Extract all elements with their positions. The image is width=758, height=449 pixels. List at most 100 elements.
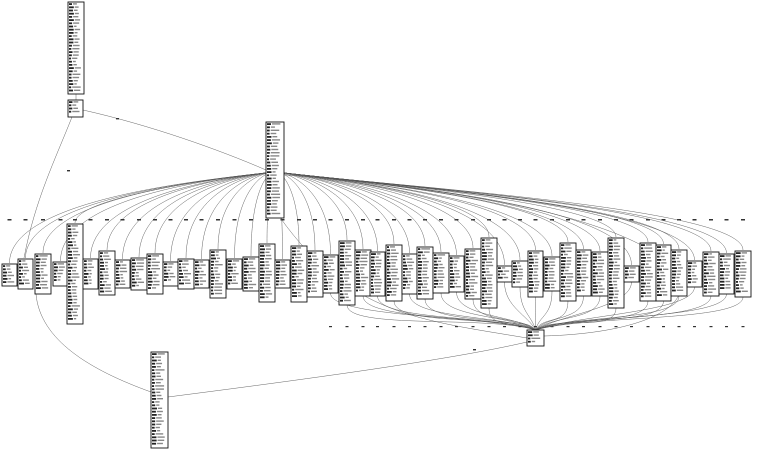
node-row-text [662, 278, 665, 280]
node-case-31[interactable] [480, 237, 498, 309]
node-entry-small[interactable] [67, 99, 84, 118]
node-case-9[interactable] [130, 257, 148, 291]
node-row-address [593, 285, 598, 287]
node-case-17[interactable] [258, 243, 276, 303]
node-case-26[interactable] [401, 253, 418, 295]
node-case-21[interactable] [322, 254, 339, 294]
node-row-text [313, 252, 317, 254]
node-row-text [74, 12, 79, 15]
node-row-text [73, 64, 77, 66]
node-dispatcher[interactable] [265, 121, 285, 219]
node-case-4[interactable] [52, 261, 69, 287]
node-row-text [725, 287, 731, 289]
node-case-19[interactable] [290, 245, 308, 303]
node-row-address [164, 263, 168, 265]
node-row-text [87, 263, 92, 265]
node-case-11[interactable] [162, 261, 179, 287]
node-row-address [267, 152, 270, 154]
node-case-20[interactable] [306, 250, 324, 298]
edge-to-merge-38 [535, 295, 601, 331]
node-row-text [71, 286, 78, 288]
node-case-29[interactable] [448, 255, 465, 293]
node-merge[interactable] [526, 329, 545, 347]
node-row-address [450, 286, 455, 288]
node-row-address [371, 262, 375, 265]
node-row-text [469, 279, 475, 281]
node-case-18[interactable] [274, 259, 291, 289]
node-case-3[interactable] [34, 253, 52, 295]
node-row-text [8, 271, 12, 273]
node-exit-bottom[interactable] [150, 351, 169, 449]
node-case-42[interactable] [655, 244, 672, 302]
node-row-text [22, 279, 29, 281]
node-row-address [164, 266, 167, 269]
node-row-text [534, 284, 540, 286]
node-row-address [260, 254, 265, 257]
node-case-47[interactable] [734, 250, 752, 298]
node-row-text [662, 246, 667, 248]
node-row-address [545, 280, 548, 283]
node-case-43[interactable] [670, 249, 688, 297]
node-case-25[interactable] [385, 244, 403, 302]
node-row-address [68, 231, 72, 234]
node-case-10[interactable] [146, 253, 164, 295]
node-case-23[interactable] [354, 249, 372, 297]
node-row-text [613, 258, 621, 260]
node-row-address [116, 280, 121, 283]
node-case-6[interactable] [82, 258, 99, 290]
node-frame [527, 250, 544, 298]
node-case-36[interactable] [559, 242, 577, 302]
node-row-address [561, 273, 564, 275]
node-case-7[interactable] [98, 250, 116, 296]
node-row-text [271, 164, 279, 167]
node-case-14[interactable] [209, 249, 227, 299]
node-row-address [529, 287, 533, 290]
node-case-45[interactable] [702, 251, 720, 297]
node-row-text [105, 290, 112, 292]
node-case-44[interactable] [686, 260, 703, 288]
node-row-text [73, 257, 78, 259]
node-case-16[interactable] [242, 256, 260, 292]
node-case-27[interactable] [416, 246, 434, 300]
node-case-38[interactable] [591, 251, 609, 297]
node-row-text [517, 275, 524, 277]
node-case-1[interactable] [1, 263, 18, 287]
node-case-39[interactable] [607, 237, 625, 309]
node-case-46[interactable] [718, 253, 735, 295]
node-row-address [267, 190, 271, 193]
node-row-address [466, 275, 471, 278]
node-case-22[interactable] [338, 240, 356, 306]
node-entry-top[interactable] [67, 1, 85, 95]
node-case-30[interactable] [464, 248, 482, 300]
node-row-address [657, 275, 660, 277]
node-row-text [184, 273, 192, 275]
edge-label-tick [345, 326, 349, 328]
node-case-37[interactable] [575, 249, 592, 297]
node-case-35[interactable] [543, 256, 561, 292]
node-case-15[interactable] [226, 258, 243, 290]
node-case-13[interactable] [193, 259, 210, 289]
node-row-text [312, 271, 319, 273]
node-case-41[interactable] [639, 242, 657, 302]
node-case-32[interactable] [496, 265, 513, 283]
node-case-12[interactable] [177, 258, 195, 290]
node-case-24[interactable] [369, 251, 386, 297]
node-row-address [704, 259, 707, 262]
node-row-text [40, 264, 47, 267]
edge-dispatch-43 [274, 171, 680, 250]
node-case-34[interactable] [527, 250, 544, 298]
node-case-40[interactable] [623, 265, 640, 283]
node-row-address [267, 145, 270, 148]
node-row-text [516, 262, 520, 264]
node-row-text [151, 268, 161, 270]
node-case-2[interactable] [17, 258, 34, 290]
node-case-8[interactable] [114, 259, 131, 289]
node-row-address [434, 254, 437, 256]
edge-label-tick [741, 326, 745, 328]
node-case-5[interactable] [66, 223, 84, 325]
node-case-28[interactable] [432, 252, 450, 294]
node-case-33[interactable] [511, 260, 529, 288]
node-row-text [644, 289, 651, 291]
